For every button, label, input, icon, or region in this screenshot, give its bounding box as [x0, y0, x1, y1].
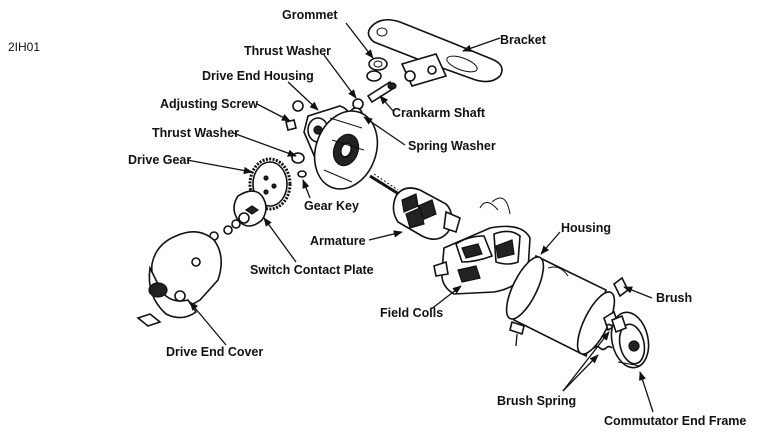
crankarm-shaft-part — [366, 80, 397, 104]
leader-lines — [186, 22, 654, 413]
label-crankarm-shaft: Crankarm Shaft — [392, 106, 486, 120]
label-switch-contact-plate: Switch Contact Plate — [250, 263, 374, 277]
label-drive-end-housing: Drive End Housing — [202, 69, 314, 83]
label-brush-spring: Brush Spring — [497, 394, 576, 408]
label-grommet: Grommet — [282, 8, 338, 22]
label-armature: Armature — [310, 234, 366, 248]
label-housing: Housing — [561, 221, 611, 235]
hardware-stack-part — [209, 212, 250, 241]
bracket-part — [367, 18, 503, 87]
screw-part — [509, 320, 525, 347]
grommet-part — [366, 57, 388, 82]
label-adjusting-screw: Adjusting Screw — [160, 97, 258, 111]
drive-end-cover-part — [136, 231, 222, 327]
adjusting-screw-part — [285, 100, 304, 131]
field-coils-part — [433, 197, 531, 295]
label-drive-end-cover: Drive End Cover — [166, 345, 263, 359]
figure-id: 2IH01 — [8, 40, 40, 54]
label-thrust-washer-top: Thrust Washer — [244, 44, 331, 58]
label-drive-gear: Drive Gear — [128, 153, 191, 167]
label-brush: Brush — [656, 291, 692, 305]
label-field-coils: Field Coils — [380, 306, 443, 320]
housing-part — [505, 254, 616, 358]
commutator-end-frame-part — [610, 311, 650, 369]
gear-key-part — [297, 170, 307, 178]
label-thrust-washer-mid: Thrust Washer — [152, 126, 239, 140]
armature-part — [369, 173, 461, 240]
label-gear-key: Gear Key — [304, 199, 359, 213]
label-bracket: Bracket — [500, 33, 547, 47]
thrust-washer-mid-part — [291, 152, 305, 164]
label-spring-washer: Spring Washer — [408, 139, 496, 153]
label-commutator-end-frame: Commutator End Frame — [604, 414, 746, 428]
drive-end-housing-part — [303, 105, 379, 190]
